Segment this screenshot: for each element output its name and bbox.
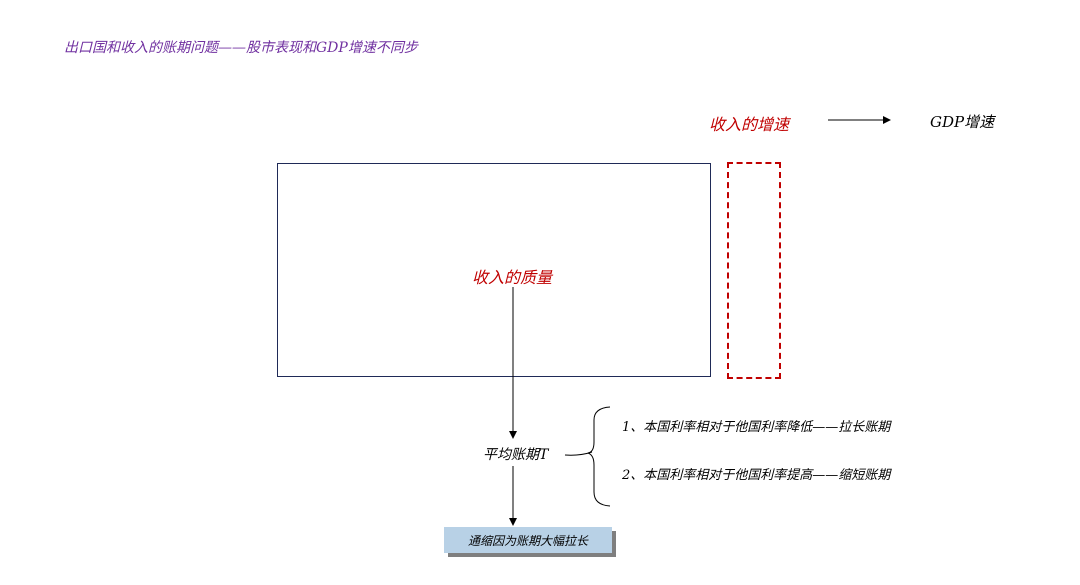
gdp-growth-label: GDP增速 bbox=[930, 113, 995, 131]
case-lower-rate: 1、本国利率相对于他国利率降低——拉长账期 bbox=[622, 420, 891, 435]
income-growth-dashed-box bbox=[727, 162, 781, 379]
case-higher-rate: 2、本国利率相对于他国利率提高——缩短账期 bbox=[622, 468, 891, 483]
income-quality-label: 收入的质量 bbox=[472, 268, 553, 287]
deflation-result-box: 通缩因为账期大幅拉长 bbox=[444, 527, 612, 553]
average-period-label: 平均账期T bbox=[483, 447, 549, 463]
cases-brace bbox=[587, 406, 611, 507]
period-to-brace-line bbox=[564, 451, 593, 456]
income-growth-label: 收入的增速 bbox=[709, 115, 790, 134]
income-main-box bbox=[277, 163, 711, 377]
page-title: 出口国和收入的账期问题——股市表现和GDP增速不同步 bbox=[64, 40, 418, 56]
